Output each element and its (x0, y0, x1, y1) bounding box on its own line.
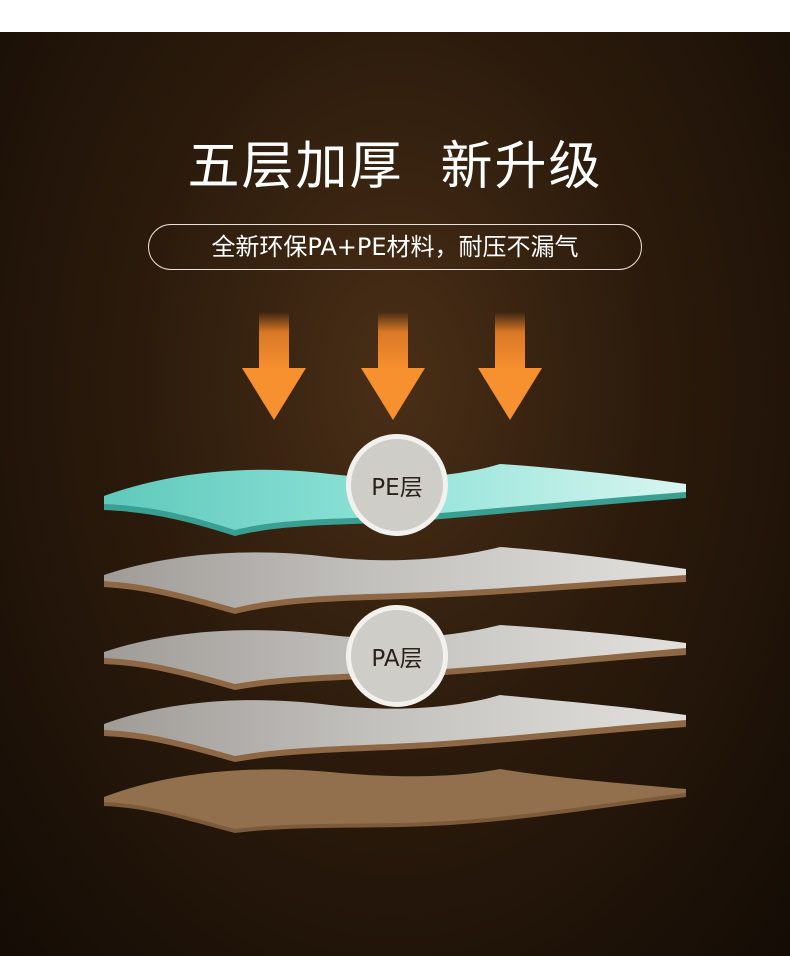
pressure-arrow-left (242, 312, 306, 420)
pa-layer-upper (104, 547, 686, 614)
pa-layer-lower (104, 695, 686, 762)
pa-layer-badge: PA层 (346, 605, 448, 707)
base-layer (104, 769, 686, 833)
pe-layer-badge: PE层 (346, 434, 448, 536)
pressure-arrow-center (361, 312, 425, 420)
pressure-arrow-right (478, 312, 542, 420)
pa-layer-label: PA层 (371, 646, 423, 672)
pe-layer-label: PE层 (371, 475, 423, 501)
subtitle-pill: 全新环保PA+PE材料，耐压不漏气 (148, 224, 642, 270)
headline: 五层加厚 新升级 (187, 137, 603, 197)
